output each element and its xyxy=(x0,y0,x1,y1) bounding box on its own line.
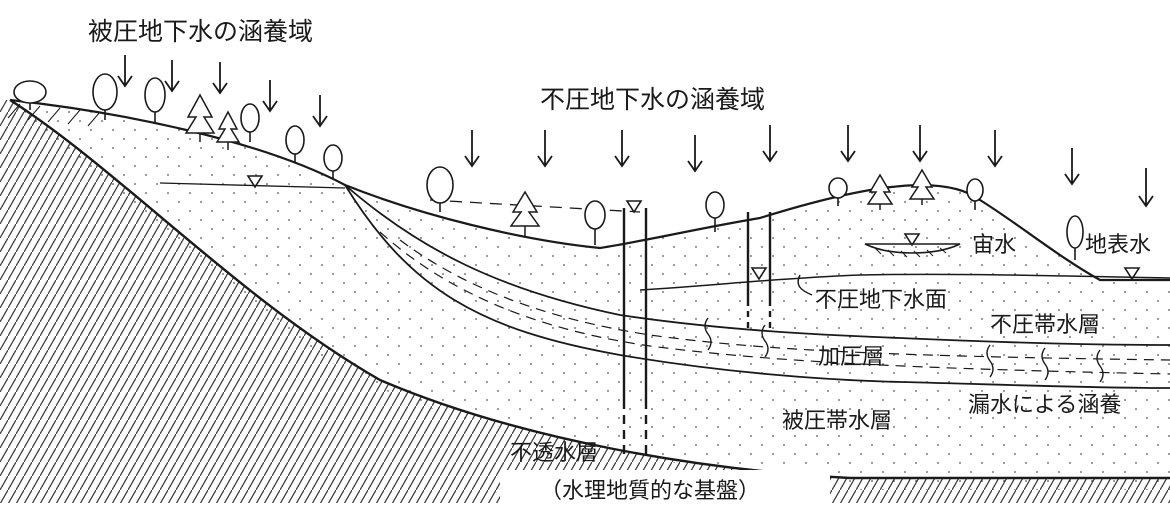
perched-water-lens xyxy=(864,243,961,254)
label-water-table: 不圧地下水面 xyxy=(815,288,947,313)
leakage-marks xyxy=(704,317,1104,383)
tree-icon xyxy=(13,73,1084,260)
confining-layer-top xyxy=(344,184,1170,346)
conifer-tree-icon xyxy=(184,93,936,236)
label-leakage-recharge: 漏水による涵養 xyxy=(968,393,1121,418)
well-deep xyxy=(622,208,648,460)
water-table-pointer xyxy=(797,274,813,296)
label-confining-layer: 加圧層 xyxy=(818,345,884,370)
water-level-triangle-icon xyxy=(246,175,1141,281)
basement-label-mask xyxy=(500,470,830,503)
ground-surface-line xyxy=(9,98,1170,282)
label-impermeable-layer: 不透水層 xyxy=(510,441,598,466)
label-unconfined-aquifer: 不圧帯水層 xyxy=(990,313,1100,338)
label-basement: （水理地質的な基盤） xyxy=(540,479,760,503)
confined-head-line xyxy=(159,182,346,189)
well-shallow xyxy=(746,212,772,330)
down-arrow-icon xyxy=(117,55,1154,208)
label-confined-aquifer: 被圧帯水層 xyxy=(782,409,892,434)
label-surface-water: 地表水 xyxy=(1085,233,1151,258)
confining-layer-bottom xyxy=(344,184,1170,389)
perched-water-hatch xyxy=(874,247,947,258)
impermeable-hatch xyxy=(0,100,1170,503)
label-confined-recharge: 被圧地下水の涵養域 xyxy=(88,17,313,46)
water-table-line xyxy=(639,273,1170,291)
piezometric-dash-line xyxy=(429,199,641,213)
label-unconfined-recharge: 不圧地下水の涵養域 xyxy=(540,85,765,114)
label-perched-water: 宙水 xyxy=(972,233,1016,258)
confining-layer-dashes xyxy=(379,231,1170,375)
